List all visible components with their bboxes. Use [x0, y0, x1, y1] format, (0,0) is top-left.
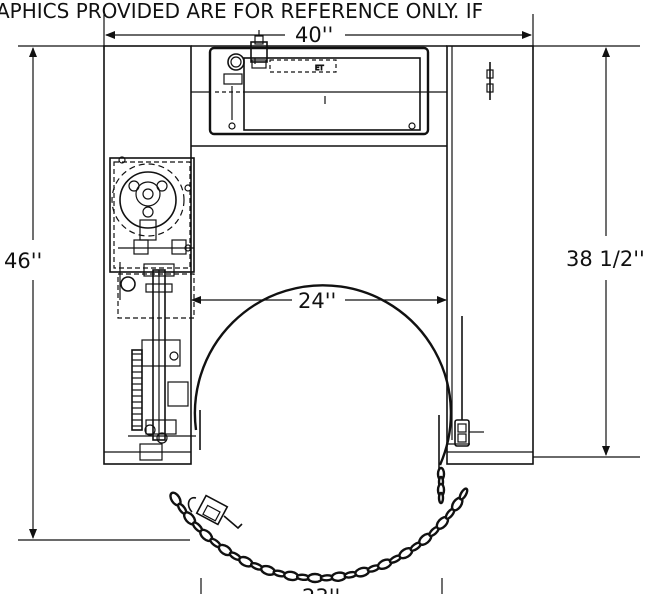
left-drive-mechanism [109, 156, 196, 461]
dimension-right-height: 38 1/2'' [533, 45, 645, 458]
dimension-top-width: 40'' [103, 14, 534, 50]
dimension-label-right-height: 38 1/2'' [566, 247, 645, 271]
reference-note: APHICS PROVIDED ARE FOR REFERENCE ONLY. … [0, 0, 483, 23]
right-pin [486, 62, 494, 100]
drum-clamp [193, 284, 453, 478]
dimension-left-height: 46'' [4, 45, 190, 541]
dimension-label-top-width: 40'' [295, 23, 333, 47]
right-latch [447, 316, 484, 447]
dimension-label-inner-width: 24'' [298, 289, 336, 313]
dimension-label-left-height: 46'' [4, 249, 42, 273]
dimension-inner-width: 24'' [191, 289, 447, 313]
gear-stack [128, 339, 196, 461]
chain-hook [187, 494, 243, 530]
top-box-assembly: ET [208, 30, 430, 136]
dimension-bottom-width: 23'' [200, 578, 443, 594]
chain [169, 466, 469, 584]
dimension-label-bottom-width: 23'' [302, 585, 340, 594]
svg-text:ET: ET [315, 64, 324, 72]
chain-link [458, 487, 469, 501]
frame [103, 45, 534, 465]
chain-link [437, 491, 445, 505]
